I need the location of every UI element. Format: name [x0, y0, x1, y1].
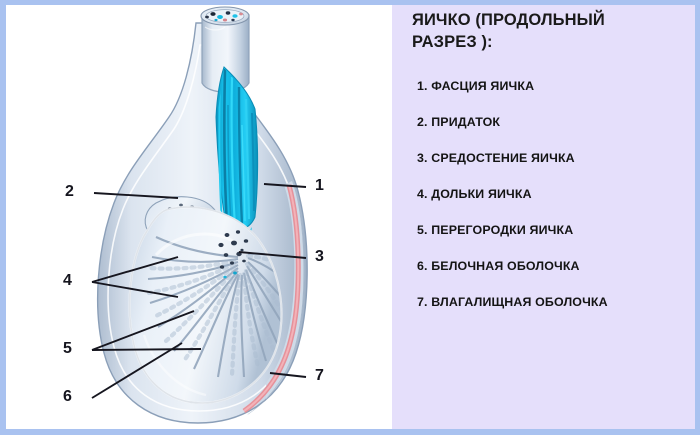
- callout-number-5: 5: [63, 340, 72, 357]
- legend-item-2: 2. ПРИДАТОК: [417, 115, 501, 129]
- callout-number-4: 4: [63, 272, 72, 289]
- legend-title: ЯИЧКО (ПРОДОЛЬНЫЙ РАЗРЕЗ ):: [412, 10, 682, 54]
- callout-number-1: 1: [315, 177, 324, 194]
- callout-number-7: 7: [315, 367, 324, 384]
- fascia-inner-highlight: [107, 44, 301, 412]
- legend-list: 1. ФАСЦИЯ ЯИЧКА 2. ПРИДАТОК 3. СРЕДОСТЕН…: [417, 79, 689, 331]
- legend-item-1: 1. ФАСЦИЯ ЯИЧКА: [417, 79, 535, 93]
- leader-line-4b: [91, 281, 179, 298]
- legend-title-line-2: РАЗРЕЗ ):: [412, 32, 493, 51]
- leader-line-7: [269, 372, 307, 378]
- legend-item-3: 3. СРЕДОСТЕНИЕ ЯИЧКА: [417, 151, 575, 165]
- leader-line-5b: [91, 348, 202, 351]
- cord-vessel-dots: [205, 11, 243, 22]
- callout-number-2: 2: [65, 183, 74, 200]
- leader-line-5a: [91, 310, 195, 351]
- testis-body: [128, 206, 283, 405]
- leader-line-6: [91, 342, 183, 399]
- epididymis-striations: [218, 68, 255, 228]
- legend-panel: ЯИЧКО (ПРОДОЛЬНЫЙ РАЗРЕЗ ): 1. ФАСЦИЯ ЯИ…: [392, 5, 695, 429]
- leader-line-4a: [91, 256, 179, 283]
- legend-item-4: 4. ДОЛЬКИ ЯИЧКА: [417, 187, 532, 201]
- tunica-albuginea-highlight: [128, 206, 283, 405]
- leader-line-1: [263, 183, 307, 188]
- callout-leader-lines: [91, 183, 307, 399]
- legend-item-7: 7. ВЛАГАЛИЩНАЯ ОБОЛОЧКА: [417, 295, 608, 309]
- spermatic-cord: [200, 6, 250, 93]
- tunica-vaginalis-pink-highlight: [243, 184, 300, 412]
- testis-cross-section-drawing: [91, 6, 308, 424]
- callout-number-3: 3: [315, 248, 324, 265]
- legend-title-line-1: ЯИЧКО (ПРОДОЛЬНЫЙ: [412, 11, 605, 29]
- callout-number-6: 6: [63, 388, 72, 405]
- leader-line-3: [238, 251, 307, 259]
- legend-item-5: 5. ПЕРЕГОРОДКИ ЯИЧКА: [417, 223, 574, 237]
- leader-line-2: [93, 192, 179, 199]
- legend-item-6: 6. БЕЛОЧНАЯ ОБОЛОЧКА: [417, 259, 580, 273]
- lobule-texture: [146, 253, 282, 378]
- testis-illustration: 1 2 3 4 5 6 7: [6, 5, 392, 429]
